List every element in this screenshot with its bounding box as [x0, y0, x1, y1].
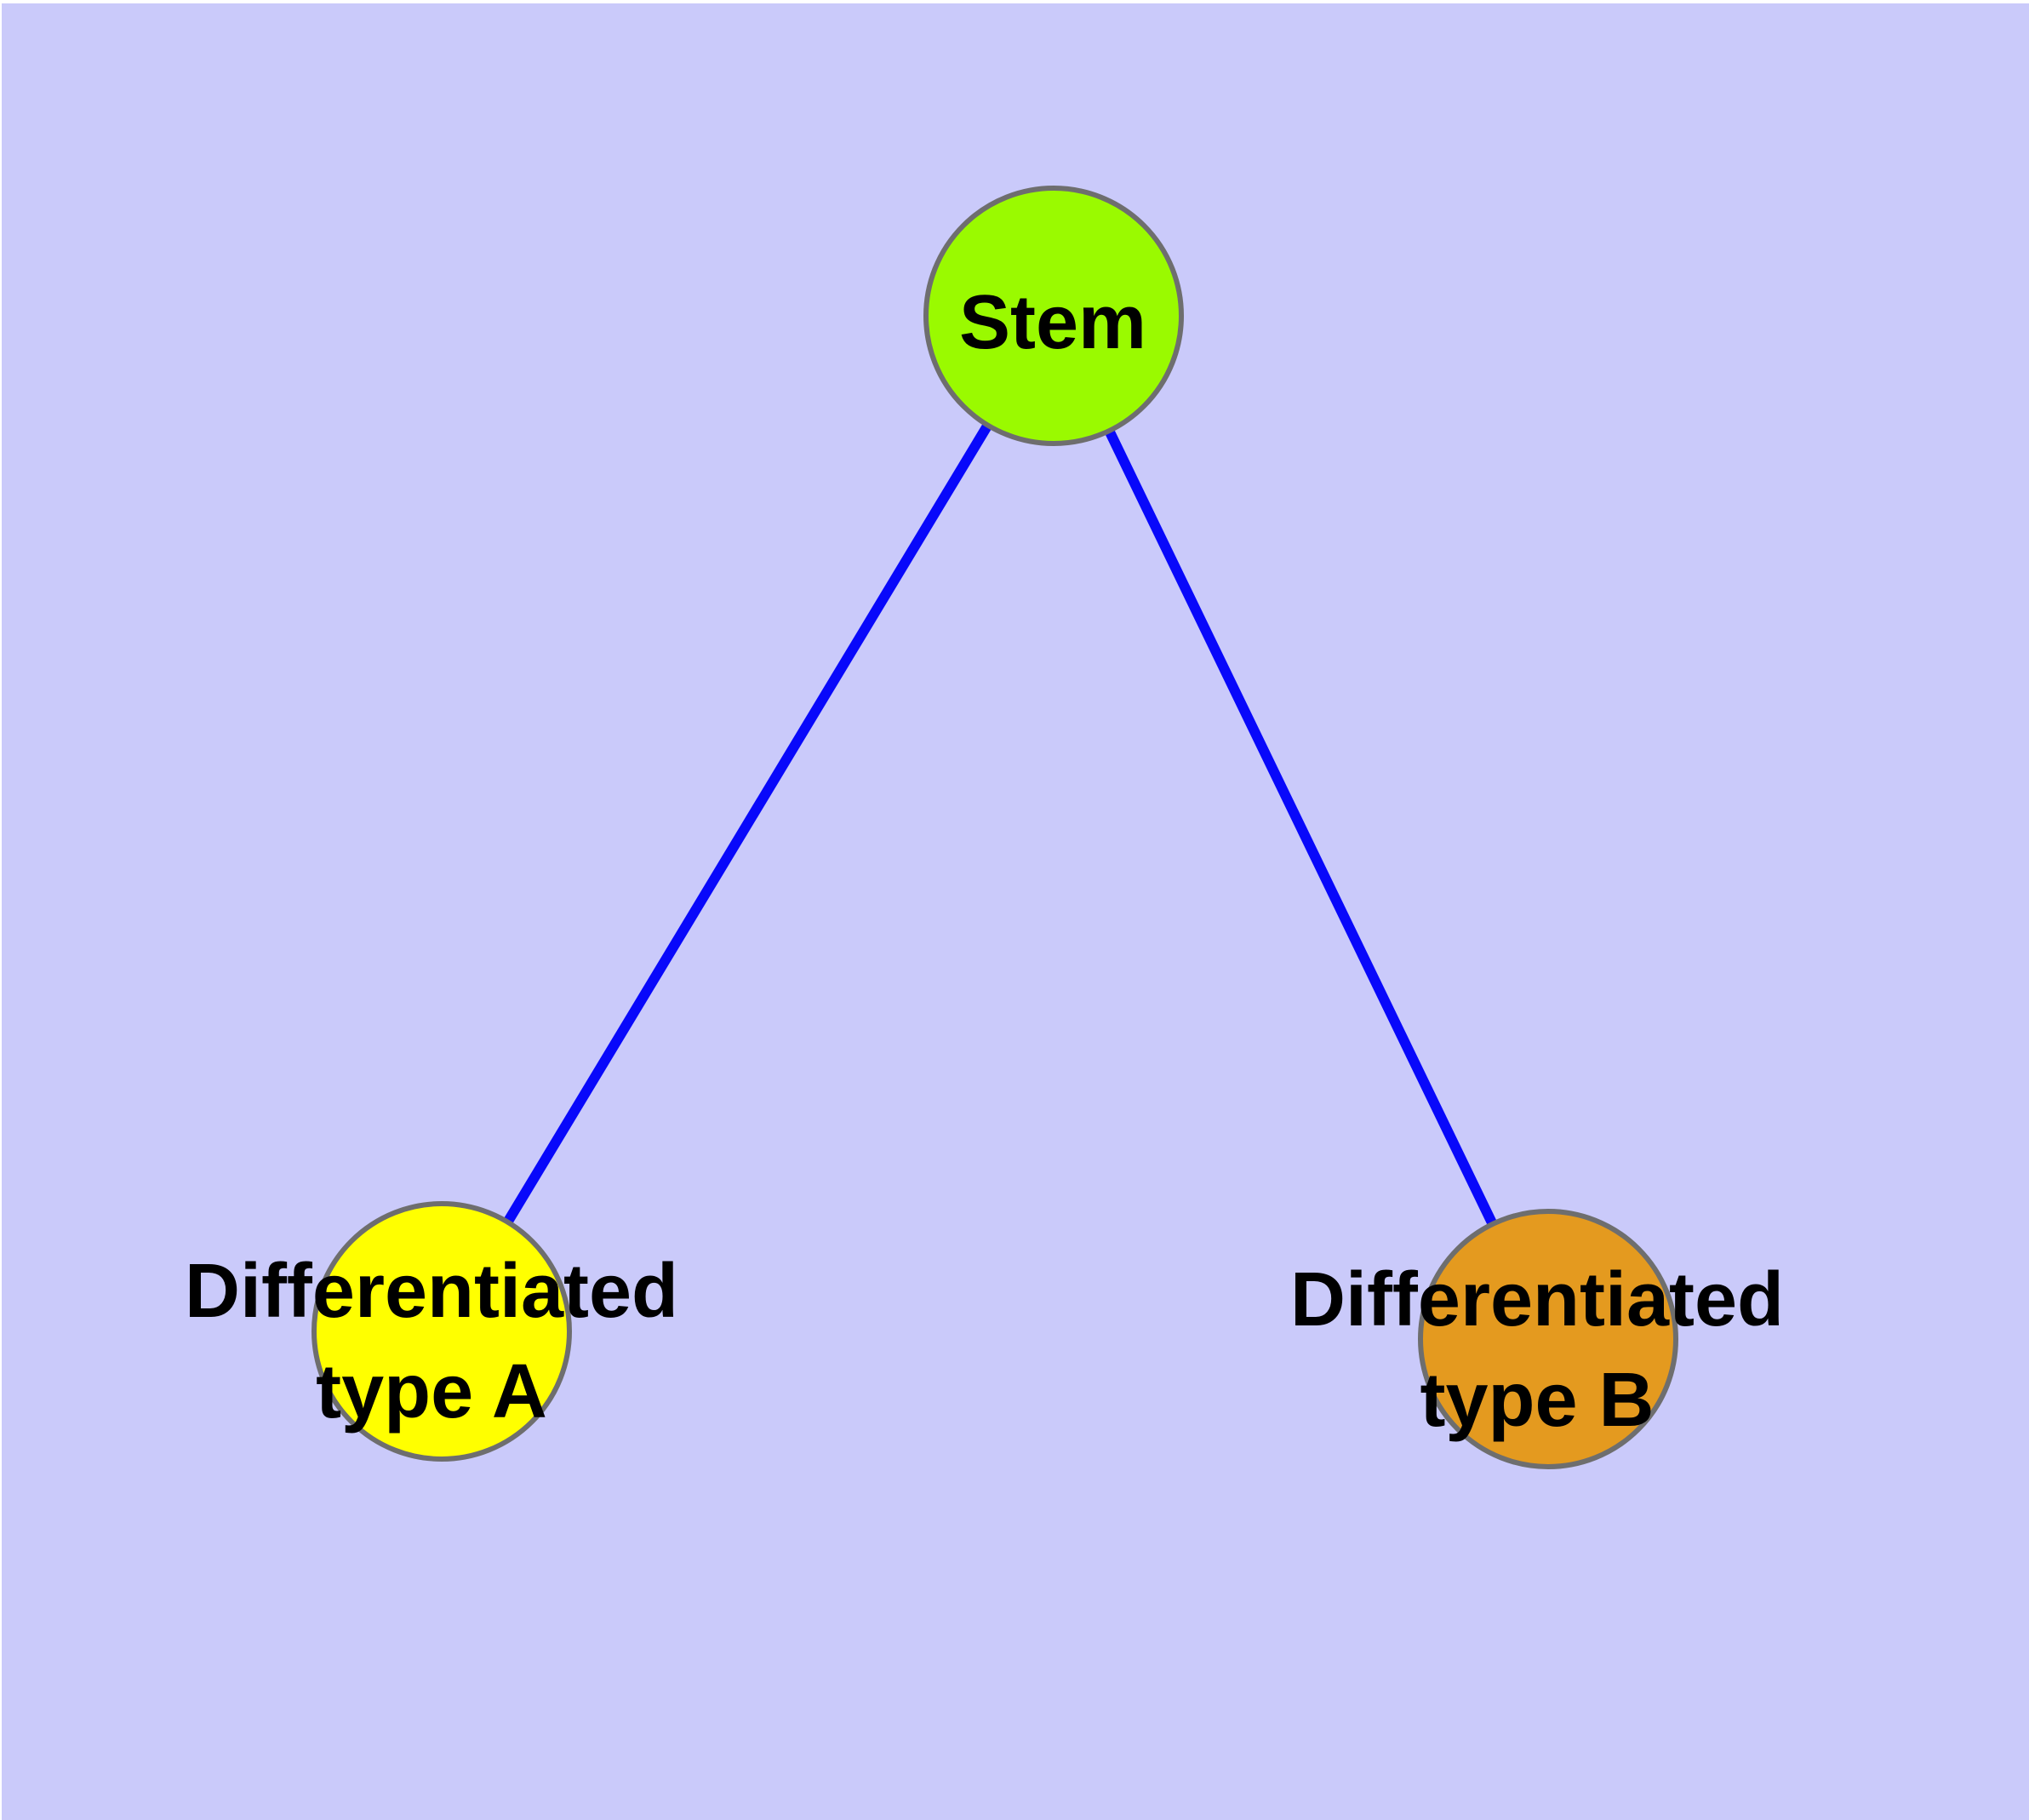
node-type-a-label-line1: Differentiated	[185, 1249, 678, 1334]
edge-stem-to-type-a	[437, 312, 1059, 1335]
node-stem	[923, 186, 1184, 446]
node-type-a	[311, 1201, 572, 1462]
node-type-b-label-line2: type B	[1420, 1358, 1654, 1443]
node-type-b-label-line1: Differentiated	[1290, 1257, 1784, 1342]
node-type-b	[1418, 1209, 1678, 1469]
node-type-a-label-line2: type A	[316, 1349, 547, 1434]
node-stem-label: Stem	[959, 280, 1146, 365]
edge-stem-to-type-b	[1049, 313, 1553, 1342]
